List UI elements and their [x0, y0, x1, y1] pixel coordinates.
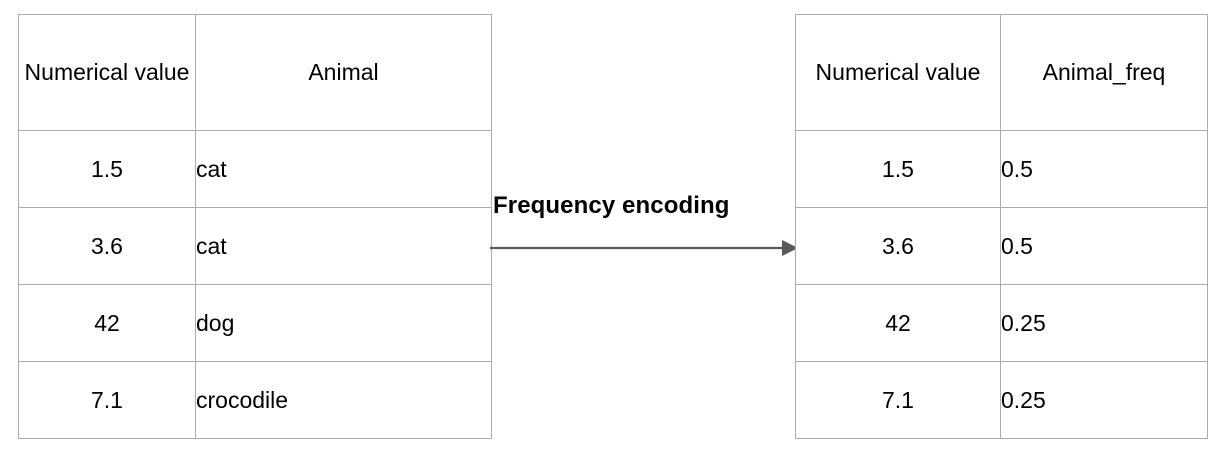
- cell-numerical-value: 1.5: [795, 130, 1001, 208]
- table-row: 42 dog: [18, 284, 492, 362]
- table-header-row: Numerical value Animal: [18, 14, 492, 131]
- cell-animal-freq: 0.25: [1000, 361, 1208, 439]
- cell-numerical-value: 3.6: [795, 207, 1001, 285]
- table-header-row: Numerical value Animal_freq: [795, 14, 1208, 131]
- cell-numerical-value: 7.1: [795, 361, 1001, 439]
- right-arrow-icon: [490, 240, 798, 256]
- cell-animal: dog: [195, 284, 492, 362]
- cell-animal-freq: 0.5: [1000, 207, 1208, 285]
- table-row: 3.6 0.5: [795, 207, 1208, 285]
- cell-numerical-value: 42: [795, 284, 1001, 362]
- cell-animal: cat: [195, 207, 492, 285]
- output-table: Numerical value Animal_freq 1.5 0.5 3.6 …: [795, 14, 1208, 439]
- cell-numerical-value: 42: [18, 284, 196, 362]
- table-row: 3.6 cat: [18, 207, 492, 285]
- cell-numerical-value: 3.6: [18, 207, 196, 285]
- cell-animal: crocodile: [195, 361, 492, 439]
- cell-animal-freq: 0.5: [1000, 130, 1208, 208]
- cell-numerical-value: 1.5: [18, 130, 196, 208]
- transformation-connector: [486, 182, 806, 272]
- table-row: 42 0.25: [795, 284, 1208, 362]
- table-row: 7.1 0.25: [795, 361, 1208, 439]
- column-header-numerical-value: Numerical value: [795, 14, 1001, 131]
- table-row: 1.5 0.5: [795, 130, 1208, 208]
- column-header-animal: Animal: [195, 14, 492, 131]
- connector-label: Frequency encoding: [493, 192, 730, 219]
- cell-animal-freq: 0.25: [1000, 284, 1208, 362]
- input-table: Numerical value Animal 1.5 cat 3.6 cat 4…: [18, 14, 492, 439]
- cell-animal: cat: [195, 130, 492, 208]
- table-row: 7.1 crocodile: [18, 361, 492, 439]
- column-header-numerical-value: Numerical value: [18, 14, 196, 131]
- column-header-animal-freq: Animal_freq: [1000, 14, 1208, 131]
- cell-numerical-value: 7.1: [18, 361, 196, 439]
- table-row: 1.5 cat: [18, 130, 492, 208]
